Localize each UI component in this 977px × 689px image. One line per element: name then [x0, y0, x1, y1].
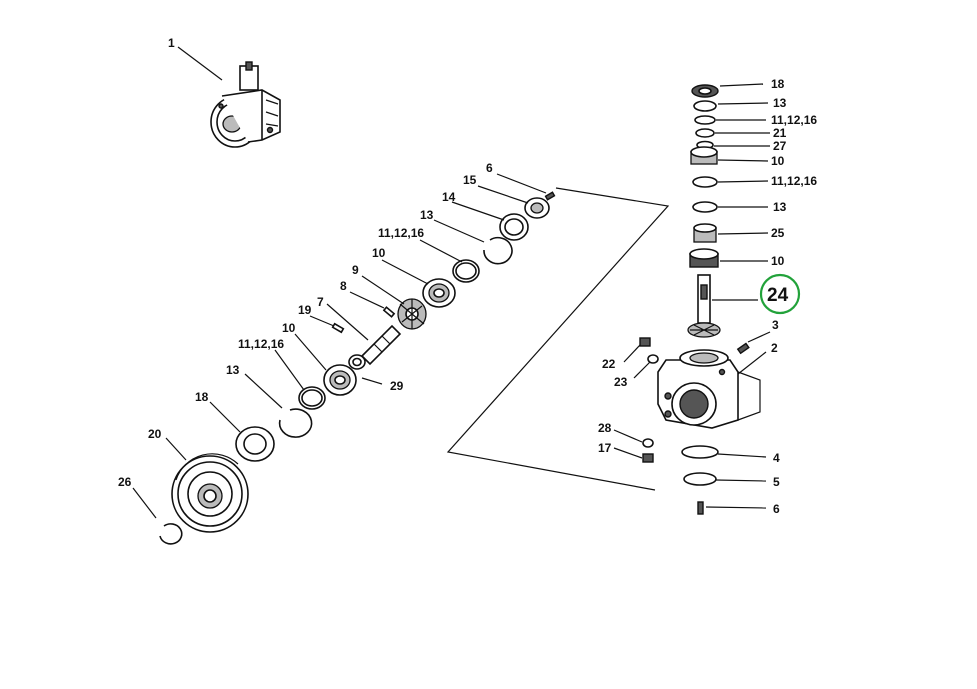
callout-10-right-top: 10: [771, 154, 785, 168]
callout-18-right: 18: [771, 77, 785, 91]
callout-17: 17: [598, 441, 612, 455]
callout-29: 29: [390, 379, 404, 393]
callout-2: 2: [771, 341, 778, 355]
callout-3: 3: [772, 318, 779, 332]
callout-5: 5: [773, 475, 780, 489]
assembly-outline: [446, 187, 670, 491]
callout-13-upper: 13: [420, 208, 434, 222]
callout-6-left: 6: [486, 161, 493, 175]
callout-13-right-top: 13: [773, 96, 787, 110]
right-exploded-parts: [639, 84, 761, 515]
callout-9: 9: [352, 263, 359, 277]
callout-10-right-bottom: 10: [771, 254, 785, 268]
callout-25: 25: [771, 226, 785, 240]
callout-21: 21: [773, 126, 787, 140]
callout-11-12-16-upper-left: 11,12,16: [378, 226, 424, 240]
callout-19: 19: [298, 303, 312, 317]
assembled-gearbox-drawing: [210, 61, 281, 148]
callout-15: 15: [463, 173, 477, 187]
callout-14: 14: [442, 190, 456, 204]
callout-10-lower-left: 10: [282, 321, 296, 335]
callout-20: 20: [148, 427, 162, 441]
callout-13-lower-left: 13: [226, 363, 240, 377]
callout-6-right: 6: [773, 502, 780, 516]
callout-18-left: 18: [195, 390, 209, 404]
left-exploded-parts: [159, 191, 556, 545]
callout-26: 26: [118, 475, 132, 489]
callout-22: 22: [602, 357, 616, 371]
callout-27: 27: [773, 139, 787, 153]
callout-10-upper-left: 10: [372, 246, 386, 260]
callout-labels: 1 6 15 14 13 11,12,16 10 9 8 7 19 10 11,…: [118, 36, 817, 516]
callout-11-12-16-right-top: 11,12,16: [771, 113, 817, 127]
callout-1: 1: [168, 36, 175, 50]
highlight-circle-24: [759, 273, 801, 315]
callout-8: 8: [340, 279, 347, 293]
callout-28: 28: [598, 421, 612, 435]
callout-24: 24: [767, 285, 789, 306]
callout-11-12-16-right-bottom: 11,12,16: [771, 174, 817, 188]
callout-7: 7: [317, 295, 324, 309]
callout-4: 4: [773, 451, 780, 465]
callout-23: 23: [614, 375, 628, 389]
leader-lines: [132, 46, 771, 519]
callout-13-right-bottom: 13: [773, 200, 787, 214]
callout-11-12-16-lower-left: 11,12,16: [238, 337, 284, 351]
